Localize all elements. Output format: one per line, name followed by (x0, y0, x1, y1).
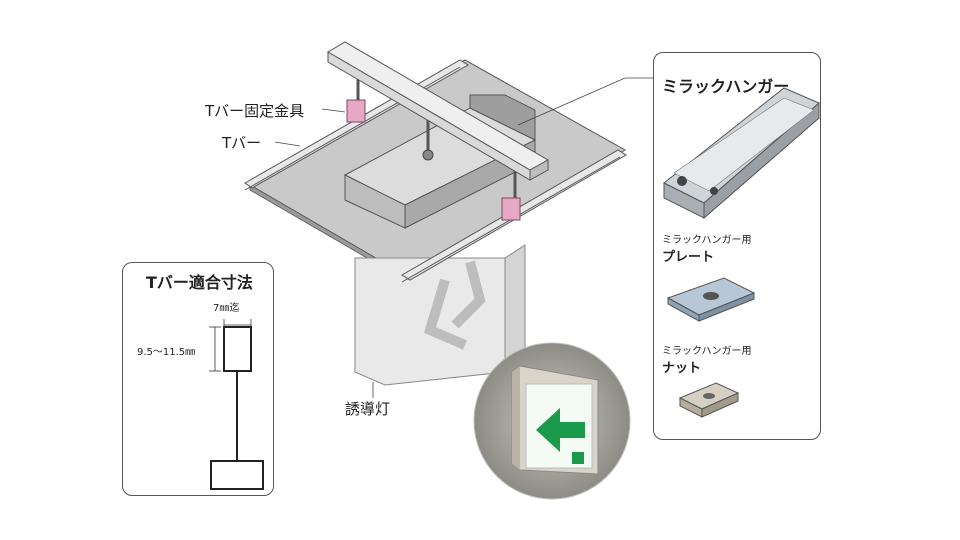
label-guide-light: 誘導灯 (345, 400, 391, 418)
t-bar-profile-drawing (209, 319, 264, 490)
guide-light-side (504, 244, 526, 373)
t-bar-dimension-title: Tバー適合寸法 (146, 273, 253, 292)
leader-fixing-fitting (321, 108, 346, 113)
nut-caption-large: ナット (662, 361, 702, 376)
t-bar-clamp-1 (346, 99, 366, 123)
height-dimension-label: 9.5〜11.5㎜ (137, 347, 196, 358)
plate-caption-large: プレート (662, 250, 715, 265)
leader-t-bar (274, 141, 301, 147)
t-bar-dimension-panel: Tバー適合寸法 7㎜迄 9.5〜11.5㎜ (122, 262, 274, 496)
width-dimension-label: 7㎜迄 (213, 303, 240, 314)
label-fixing-fitting: Tバー固定金具 (205, 102, 305, 120)
equipment-box-back (469, 94, 536, 141)
t-bar-clamp-2 (501, 197, 521, 221)
exit-figure-icon (423, 260, 486, 350)
mirac-hanger-title: ミラックハンガー (662, 77, 790, 96)
nut-caption-small: ミラックハンガー用 (662, 346, 752, 357)
plate-caption-small: ミラックハンガー用 (662, 235, 752, 246)
mirac-hanger-channel (327, 41, 550, 181)
nut-mark (422, 149, 434, 161)
label-t-bar: Tバー (222, 134, 262, 152)
mirac-hanger-image (663, 87, 820, 418)
mirac-hanger-panel: ミラックハンガー ミラックハンガー用 プレート ミラックハンガー用 ナット (653, 52, 821, 440)
